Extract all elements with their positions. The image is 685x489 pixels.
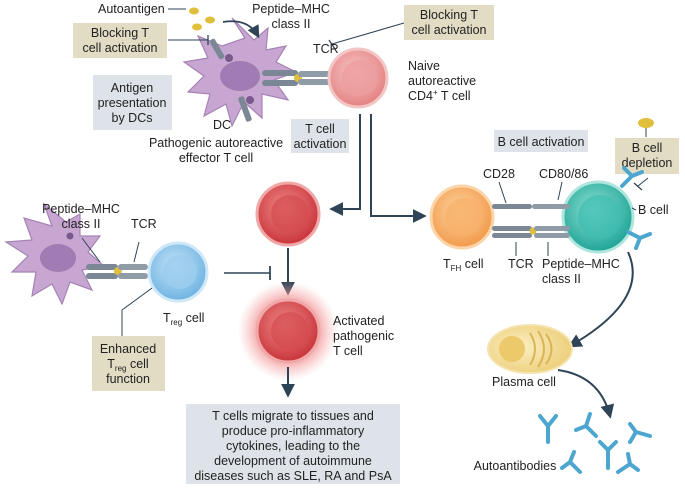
migration-l5: diseases such as SLE, RA and PsA (194, 469, 392, 483)
cd80-pointer (557, 181, 563, 201)
b-to-plasma-arrow (567, 251, 634, 348)
enhanced-treg-l2: Treg cell (107, 357, 148, 373)
blocking-left-l1: Blocking T (91, 26, 149, 40)
autoantibodies-label: Autoantibodies (474, 459, 557, 473)
depletion-inhibition-bar (633, 182, 643, 191)
blocking-left-l2: cell activation (82, 41, 157, 55)
blocking-right-l1: Blocking T (420, 8, 478, 22)
pathogenic-effector-t-cell (255, 181, 321, 247)
antigen-presentation-l1: Antigen (111, 81, 153, 95)
b-cell-label: B cell (638, 203, 669, 217)
peptide-mhc-left-l2: class II (62, 217, 101, 231)
b-depletion-l2: depletion (622, 156, 673, 170)
mhc-tcr-top (262, 70, 332, 86)
b-cell-activation-label: B cell activation (498, 135, 585, 149)
antigen-presentation-l3: by DCs (112, 111, 153, 125)
migration-box (186, 404, 400, 484)
peptide-mhc-left-l1: Peptide–MHC (42, 202, 120, 216)
tfh-cell-label: TFH cell (443, 257, 484, 273)
activation-arrows (329, 114, 427, 223)
b-cell-pointer (631, 207, 637, 211)
t-activation-l2: activation (294, 137, 347, 151)
activated-l1: Activated (333, 314, 384, 328)
migration-l3: cytokines, leading to the (226, 439, 360, 453)
cd28-label: CD28 (483, 167, 515, 181)
pathogenic-effector-l1: Pathogenic autoreactive (149, 136, 283, 150)
autoantibodies-group (538, 412, 652, 474)
plasma-cell (487, 324, 573, 374)
autoantigen-particles (168, 7, 260, 39)
antigen-presentation-box (93, 75, 172, 130)
antigen-presentation-l2: presentation (98, 96, 167, 110)
dendritic-cell-left (4, 202, 106, 306)
blocking-box-left (73, 23, 167, 58)
peptide-mhc-right-l2: class II (542, 272, 581, 286)
blocking-box-right (404, 5, 494, 40)
naive-l2: autoreactive (408, 74, 476, 88)
plasma-cell-label: Plasma cell (492, 375, 556, 389)
activated-l2: pathogenic (333, 329, 394, 343)
t-cell-activation-box (291, 119, 349, 153)
costim-receptors (492, 204, 570, 238)
plasma-to-antibodies-arrow (557, 369, 615, 419)
tcr-right-label: TCR (508, 257, 534, 271)
inhibition-lines-top (168, 22, 405, 50)
migration-l1: T cells migrate to tissues and (212, 409, 374, 423)
b-cell-surface-antibodies (620, 166, 652, 250)
peptide-mhc-top-l2: class II (272, 17, 311, 31)
enhanced-treg-l1: Enhanced (100, 342, 156, 356)
depletion-inhibition-line (637, 177, 649, 187)
migration-l4: development of autoimmune (214, 454, 372, 468)
enhanced-treg-box (92, 336, 165, 391)
blocking-right-l2: cell activation (411, 23, 486, 37)
t-activation-l1: T cell (305, 122, 335, 136)
cd80-86-label: CD80/86 (539, 167, 588, 181)
pathogenic-effector-l2: effector T cell (179, 151, 253, 165)
depletion-antigen (638, 118, 654, 128)
naive-l1: Naive (408, 59, 440, 73)
activated-pathogenic-t-cell (238, 281, 338, 381)
tcr-left-label: TCR (131, 217, 157, 231)
b-cell (561, 180, 635, 254)
peptide-mhc-right-l1: Peptide–MHC (542, 257, 620, 271)
b-depletion-l1: B cell (632, 141, 663, 155)
naive-l3: CD4+ T cell (408, 88, 471, 103)
migration-l2: produce pro-inflammatory (222, 424, 365, 438)
tfh-cell (429, 184, 495, 250)
naive-t-cell (327, 47, 389, 109)
b-cell-activation-box (494, 130, 588, 152)
enhanced-treg-l3: function (106, 372, 150, 386)
treg-cell (147, 241, 209, 303)
cd28-pointer (498, 181, 507, 204)
activated-l3: T cell (333, 344, 363, 358)
mhc-tcr-left (81, 237, 148, 279)
peptide-mhc-top-l1: Peptide–MHC (252, 2, 330, 16)
treg-cell-label: Treg cell (163, 311, 204, 327)
treg-callout-line-2 (121, 287, 153, 311)
tcr-top-label: TCR (313, 42, 339, 56)
dc-receptor-antibodies (209, 38, 252, 122)
dc-label: DC (213, 118, 231, 132)
autoantigen-label: Autoantigen (98, 2, 165, 16)
